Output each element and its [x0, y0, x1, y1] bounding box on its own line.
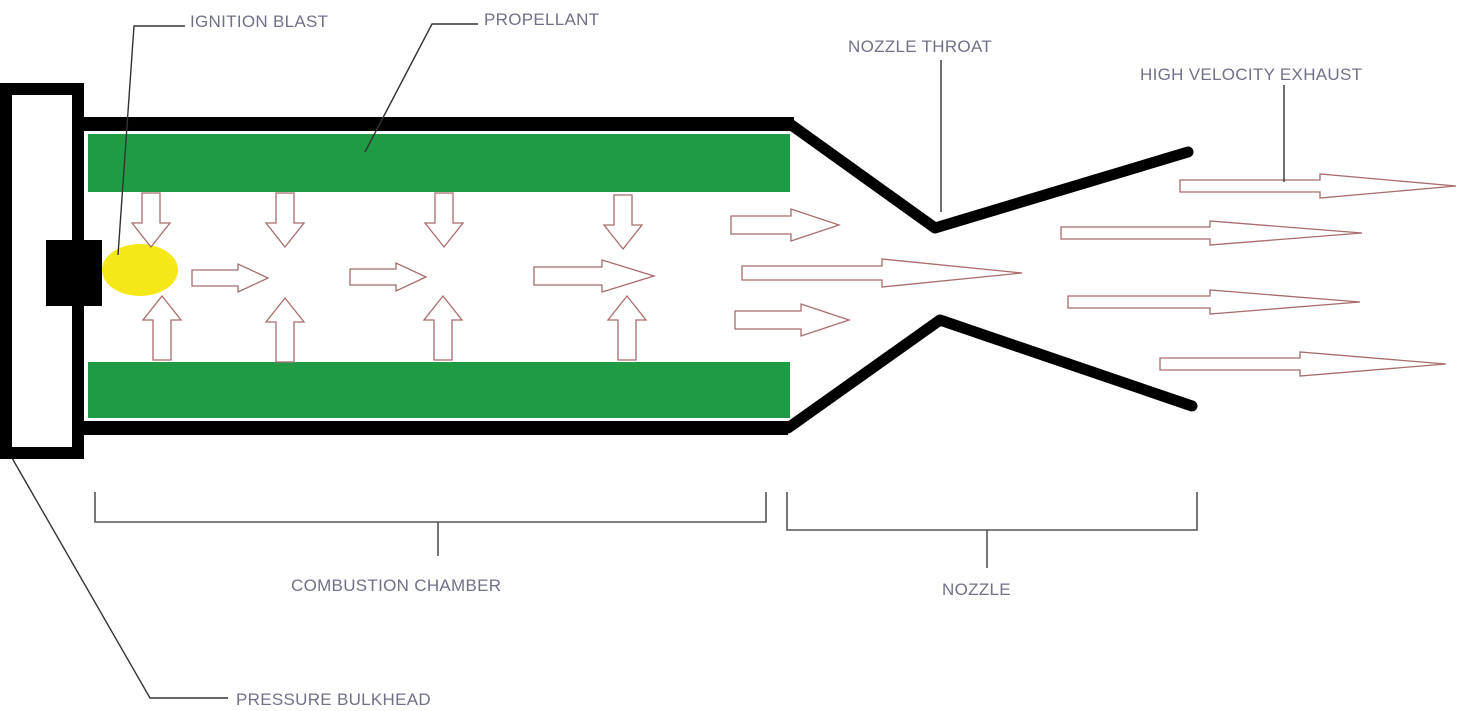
flow-arrow	[349, 261, 428, 293]
ignition-blast-leader	[117, 25, 185, 256]
flow-arrow	[191, 262, 270, 294]
exhaust-arrow	[1179, 173, 1457, 199]
propellant-top	[88, 134, 790, 192]
flow-arrow	[730, 208, 842, 242]
propellant-gas-arrow-down	[264, 192, 306, 249]
combustion-chamber-casing	[80, 117, 794, 435]
igniter-block	[46, 240, 102, 306]
propellant-gas-arrow-up	[264, 296, 306, 363]
ignition-blast	[102, 244, 178, 296]
propellant-gas-arrow-down	[423, 192, 465, 249]
combustion-chamber-label: COMBUSTION CHAMBER	[291, 576, 501, 595]
propellant-gas-arrow-up	[422, 294, 464, 361]
pressure-bulkhead-leader	[11, 457, 228, 699]
flow-arrow	[734, 303, 852, 337]
high-velocity-exhaust-label: HIGH VELOCITY EXHAUST	[1140, 65, 1362, 84]
nozzle-throat-label: NOZZLE THROAT	[848, 37, 992, 56]
nozzle-bracket	[786, 492, 1198, 568]
exhaust-arrow	[1060, 220, 1363, 246]
propellant-gas-arrow-down	[602, 194, 644, 251]
pressure-bulkhead-label: PRESSURE BULKHEAD	[236, 690, 431, 709]
propellant-label: PROPELLANT	[484, 10, 599, 29]
ignition-blast-label: IGNITION BLAST	[190, 12, 328, 31]
flow-arrow	[741, 258, 1023, 288]
exhaust-arrow	[1067, 289, 1361, 315]
propellant-bottom	[88, 362, 790, 418]
propellant-gas-arrow-down	[130, 192, 172, 249]
exhaust-arrow	[1159, 351, 1447, 377]
nozzle-label: NOZZLE	[942, 580, 1011, 599]
propellant-gas-arrow-up	[141, 294, 183, 361]
combustion-chamber-bracket	[94, 492, 767, 556]
flow-arrow	[533, 259, 657, 293]
nozzle-wall-upper	[784, 118, 1194, 234]
nozzle-wall-lower	[782, 314, 1198, 434]
propellant-leader	[364, 23, 478, 153]
propellant-gas-arrow-up	[606, 294, 648, 361]
flow-arrows	[130, 173, 1457, 377]
